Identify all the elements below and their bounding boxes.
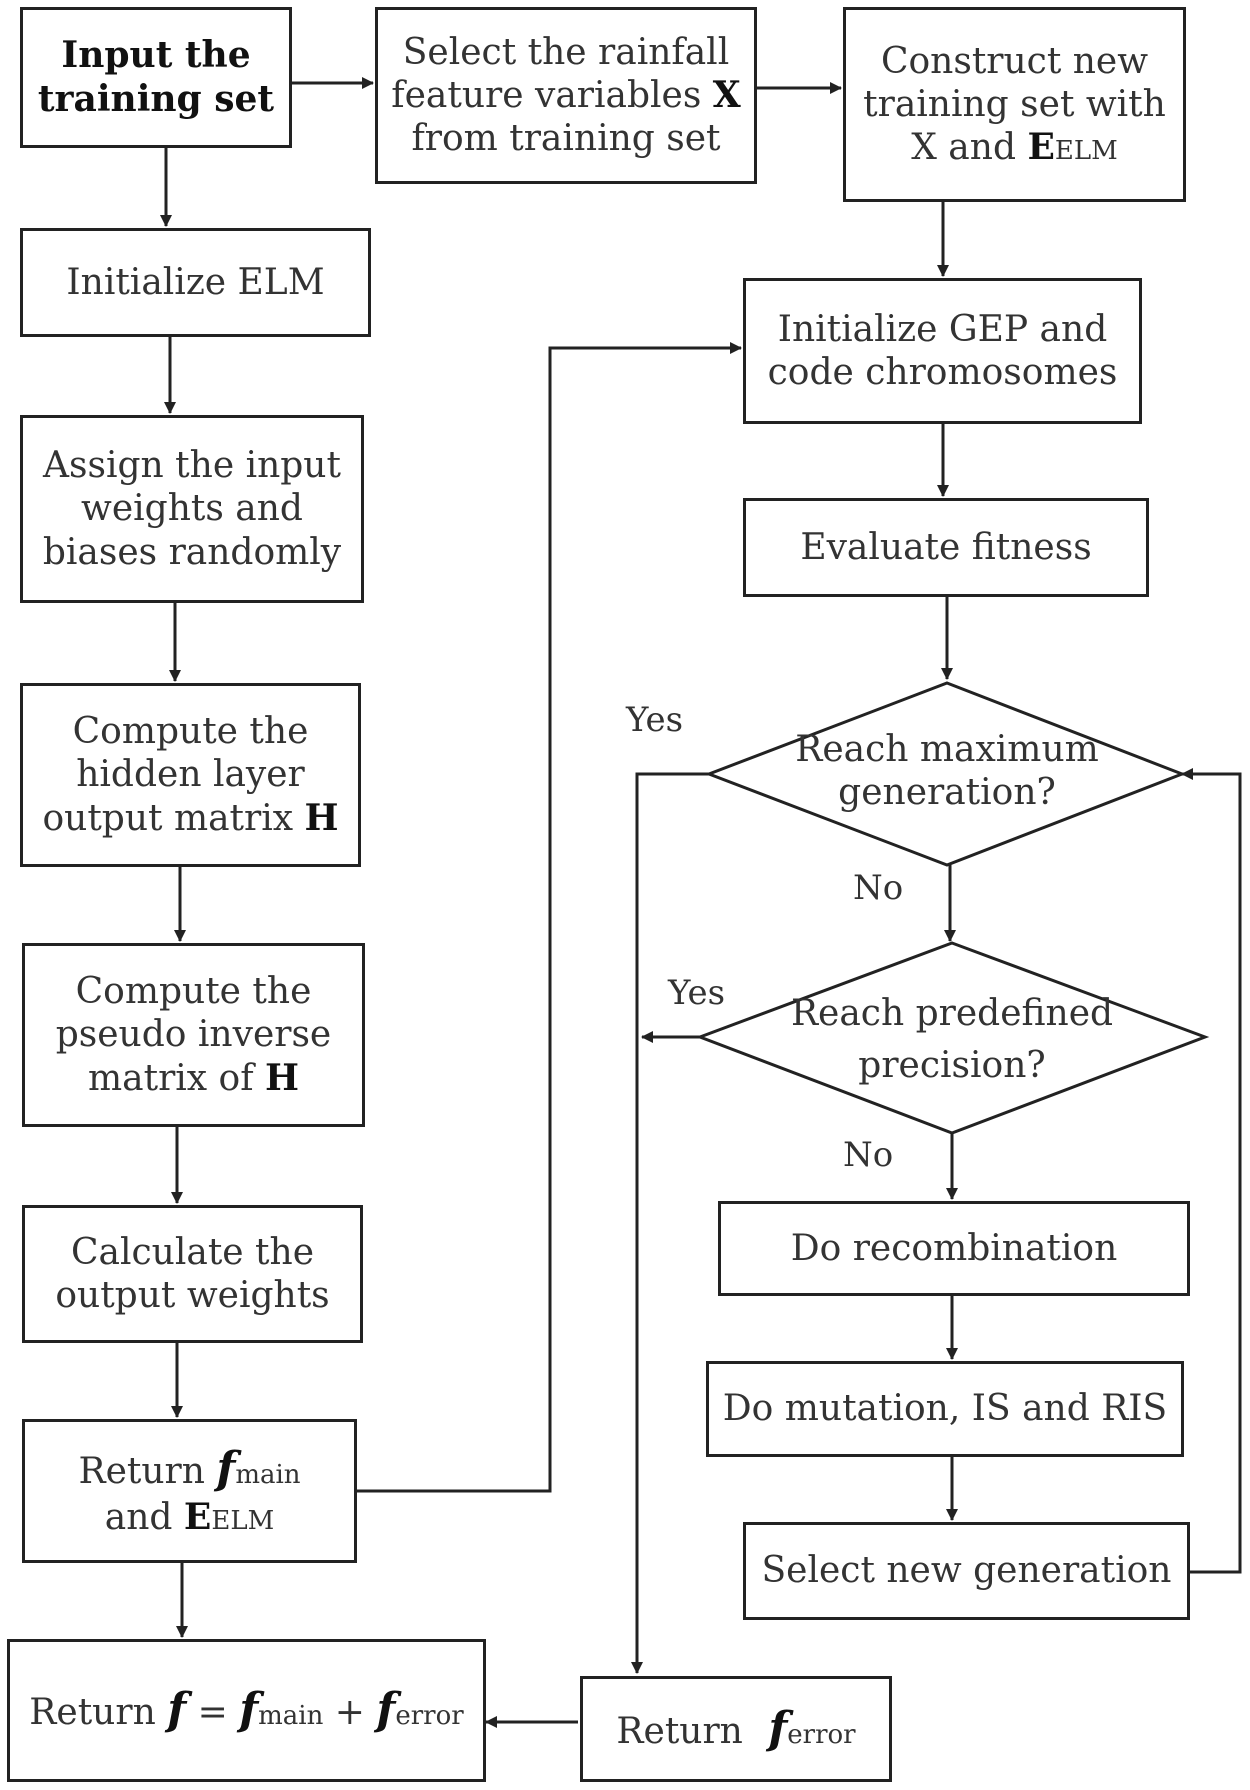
label-yes-max-generation: Yes xyxy=(626,700,684,740)
select-features-line1: Select the rainfall xyxy=(402,31,730,73)
select-generation-box: Select new generation xyxy=(743,1522,1190,1620)
construct-line1: Construct new xyxy=(880,40,1149,82)
initialize-elm-line1: Initialize ELM xyxy=(66,261,325,303)
calculate-output-box: Calculate the output weights xyxy=(22,1205,363,1343)
hidden-line3: output matrix H xyxy=(42,797,338,840)
compute-hidden-box: Compute the hidden layer output matrix H xyxy=(20,683,361,867)
precision-text: Reach predefined precision? xyxy=(791,988,1113,1092)
pseudo-line3: matrix of H xyxy=(88,1057,299,1100)
label-yes-precision: Yes xyxy=(668,973,726,1013)
label-no-precision: No xyxy=(843,1135,894,1175)
edge-select-generation-loop xyxy=(1181,768,1242,1574)
compute-pseudo-box: Compute the pseudo inverse matrix of H xyxy=(22,943,365,1127)
pseudo-var-h: H xyxy=(264,1056,299,1099)
hidden-line3-text: output matrix xyxy=(42,797,305,839)
mutation-box: Do mutation, IS and RIS xyxy=(706,1361,1184,1457)
construct-training-set-box: Construct new training set with X and EE… xyxy=(843,7,1186,202)
return-fmain-e: E xyxy=(183,1495,212,1538)
evaluate-fitness-box: Evaluate fitness xyxy=(743,498,1149,597)
construct-line3: X and EELM xyxy=(911,126,1118,169)
return-f-formula: Return f = fmain + ferror xyxy=(29,1684,463,1737)
return-f-eq: = xyxy=(186,1692,240,1734)
input-training-set-box: Input the training set xyxy=(20,7,292,148)
return-f-error-sub: error xyxy=(395,1701,464,1732)
return-fmain-line2: and EELM xyxy=(105,1496,274,1539)
max-generation-diamond xyxy=(704,681,1187,867)
edge-max-generation-yes xyxy=(631,772,709,1674)
max-generation-line1: Reach maximum xyxy=(795,729,1099,770)
return-fmain-box: Return fmain and EELM xyxy=(22,1419,357,1563)
hidden-line2: hidden layer xyxy=(76,754,305,796)
return-fmain-elm: ELM xyxy=(211,1505,275,1536)
edge-return-fmain-to-init-gep-path xyxy=(357,342,742,1493)
construct-var-e: E xyxy=(1027,126,1055,169)
assign-line1: Assign the input xyxy=(43,445,341,487)
return-f-box: Return f = fmain + ferror xyxy=(7,1639,486,1782)
precision-line2: precision? xyxy=(858,1045,1046,1087)
input-training-set-line1: Input the xyxy=(61,34,251,77)
label-no-max-generation: No xyxy=(853,868,904,908)
initialize-elm-box: Initialize ELM xyxy=(20,228,371,337)
select-features-var-x: X xyxy=(712,73,741,116)
assign-line2: weights and xyxy=(81,488,303,530)
hidden-var-h: H xyxy=(304,796,339,839)
select-generation-line1: Select new generation xyxy=(761,1550,1172,1592)
return-fmain-line1: Return fmain xyxy=(78,1443,300,1496)
return-f-fmain: f xyxy=(239,1684,259,1736)
select-features-line2-text: feature variables xyxy=(391,74,713,116)
recombination-box: Do recombination xyxy=(718,1201,1190,1296)
pseudo-line3-text: matrix of xyxy=(88,1057,265,1099)
return-f-text: Return xyxy=(29,1692,168,1734)
return-fmain-f: f xyxy=(216,1443,236,1494)
select-features-line3: from training set xyxy=(411,118,721,160)
pseudo-line1: Compute the xyxy=(75,971,312,1013)
return-f-plus: + xyxy=(323,1692,377,1734)
precision-diamond xyxy=(695,941,1210,1135)
pseudo-line2: pseudo inverse xyxy=(55,1014,332,1056)
calculate-line1: Calculate the xyxy=(70,1231,315,1273)
return-ferror-sub: error xyxy=(787,1719,856,1750)
construct-line2: training set with xyxy=(863,83,1166,125)
assign-weights-box: Assign the input weights and biases rand… xyxy=(20,415,364,603)
return-f-ferror: f xyxy=(376,1684,396,1736)
recombination-line1: Do recombination xyxy=(790,1227,1118,1269)
input-training-set-line2: training set xyxy=(37,77,275,120)
calculate-line2: output weights xyxy=(55,1275,330,1316)
evaluate-line1: Evaluate fitness xyxy=(800,526,1092,568)
select-features-box: Select the rainfall feature variables X … xyxy=(375,7,757,184)
return-f-main-sub: main xyxy=(258,1701,324,1732)
hidden-line1: Compute the xyxy=(72,711,309,753)
max-generation-line2: generation? xyxy=(838,772,1056,814)
max-generation-text: Reach maximum generation? xyxy=(795,728,1099,814)
assign-line3: biases randomly xyxy=(42,531,342,573)
select-features-line2: feature variables X xyxy=(391,74,740,117)
return-fmain-and: and xyxy=(104,1496,184,1538)
return-ferror-f: f xyxy=(768,1702,788,1754)
initialize-gep-box: Initialize GEP and code chromosomes xyxy=(743,278,1142,424)
return-ferror-line: Return ferror xyxy=(616,1703,855,1756)
init-gep-line1: Initialize GEP and xyxy=(777,308,1108,350)
return-fmain-sub: main xyxy=(235,1460,301,1490)
return-f-f: f xyxy=(167,1684,187,1736)
precision-line1: Reach predefined xyxy=(790,993,1114,1034)
construct-sub-elm: ELM xyxy=(1054,136,1118,167)
return-fmain-text: Return xyxy=(78,1451,217,1492)
return-ferror-text: Return xyxy=(616,1710,755,1752)
mutation-line1: Do mutation, IS and RIS xyxy=(722,1388,1168,1430)
return-ferror-box: Return ferror xyxy=(580,1676,892,1782)
init-gep-line2: code chromosomes xyxy=(767,352,1118,393)
construct-line3-text: X and xyxy=(911,127,1028,169)
